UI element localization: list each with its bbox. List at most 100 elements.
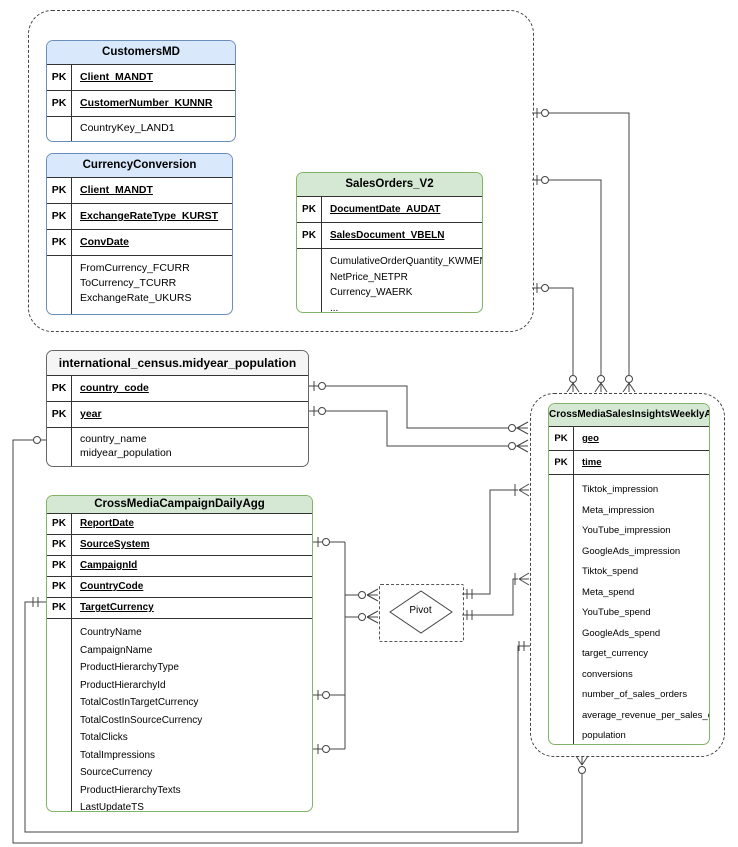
pk-field-name: ConvDate xyxy=(80,236,130,248)
field-name: ToCurrency_TCURR xyxy=(80,277,177,289)
field-name: CountryName xyxy=(80,627,142,638)
field-name: ExchangeRate_UKURS xyxy=(80,292,192,304)
pk-badge: PK xyxy=(47,598,72,618)
table-title: CustomersMD xyxy=(47,41,235,65)
pk-field-name: country_code xyxy=(80,382,149,394)
field-name: Meta_spend xyxy=(582,586,635,598)
pk-badge: PK xyxy=(47,230,72,255)
circle-mark xyxy=(318,407,326,415)
field-name: ProductHierarchyTexts xyxy=(80,784,181,796)
table-title: SalesOrders_V2 xyxy=(297,173,482,197)
table-title: CrossMediaSalesInsightsWeeklyAgg xyxy=(549,404,709,427)
connector-census-year-weekly xyxy=(309,410,517,447)
pk-column-spacer xyxy=(47,428,72,466)
field-list: CountryKey_LAND1... xyxy=(72,117,175,142)
circle-mark xyxy=(541,176,549,184)
pk-field-name: ReportDate xyxy=(80,518,134,529)
pk-field-name: Client_MANDT xyxy=(80,71,153,83)
field-name: population xyxy=(582,730,626,741)
pk-field-name: SalesDocument_VBELN xyxy=(330,230,445,241)
connector-customersmd-weekly xyxy=(532,112,630,375)
pk-field-name: Client_MANDT xyxy=(80,184,153,196)
circle-mark xyxy=(508,424,516,432)
pk-badge: PK xyxy=(47,376,72,401)
pk-field-name: time xyxy=(582,457,602,468)
field-name: GoogleAds_impression xyxy=(582,545,681,557)
field-name: LastUpdateTS xyxy=(80,802,144,812)
table-title: CurrencyConversion xyxy=(47,154,232,178)
connector-salesorders-weekly xyxy=(532,287,574,375)
pk-badge: PK xyxy=(549,451,574,474)
circle-mark xyxy=(625,375,633,383)
circle-mark xyxy=(358,613,366,621)
field-name: country_name xyxy=(80,433,147,445)
field-name: target_currency xyxy=(582,648,649,659)
circle-mark xyxy=(569,375,577,383)
pk-column-spacer xyxy=(47,117,72,141)
pk-column-spacer xyxy=(47,256,72,314)
pk-row: PK time xyxy=(549,451,709,475)
field-name: average_revenue_per_sales_order xyxy=(582,709,709,721)
pk-badge: PK xyxy=(549,427,574,450)
field-name: TotalCostInSourceCurrency xyxy=(80,714,203,726)
circle-mark xyxy=(322,538,330,546)
circle-mark xyxy=(597,375,605,383)
pk-badge: PK xyxy=(47,178,72,203)
circle-mark xyxy=(318,382,326,390)
pk-badge: PK xyxy=(47,514,72,534)
pk-field-name: SourceSystem xyxy=(80,539,150,550)
circle-mark xyxy=(33,436,41,444)
field-name: Tiktok_impression xyxy=(582,484,659,495)
field-name: ... xyxy=(80,460,89,467)
field-name: ... xyxy=(80,307,89,315)
pk-badge: PK xyxy=(47,204,72,229)
field-name: TotalImpressions xyxy=(80,749,156,761)
field-name: NetPrice_NETPR xyxy=(330,271,408,283)
pk-row: PK SourceSystem xyxy=(47,535,312,556)
pk-field-name: TargetCurrency xyxy=(80,602,154,613)
pk-field-name: geo xyxy=(582,433,599,444)
pivot-label: Pivot xyxy=(409,605,432,616)
field-name: FromCurrency_FCURR xyxy=(80,262,190,274)
circle-mark xyxy=(508,442,516,450)
field-name: YouTube_impression xyxy=(582,525,671,536)
circle-mark xyxy=(541,109,549,117)
circle-mark xyxy=(358,591,366,599)
pk-row: PK TargetCurrency xyxy=(47,598,312,619)
field-name: YouTube_spend xyxy=(582,607,651,618)
pk-row: PK Client_MANDT xyxy=(47,65,235,91)
pk-column-spacer xyxy=(549,475,574,744)
pk-badge: PK xyxy=(47,65,72,90)
field-name: Tiktok_spend xyxy=(582,566,639,577)
field-name: ... xyxy=(80,134,89,142)
field-name: conversions xyxy=(582,668,633,680)
connector-pivot-weekly-lower xyxy=(462,578,518,616)
connector-currencyconversion-weekly xyxy=(532,179,602,375)
field-list: FromCurrency_FCURR ToCurrency_TCURR Exchan… xyxy=(72,256,192,315)
circle-mark xyxy=(322,691,330,699)
field-name: CampaignName xyxy=(80,644,153,656)
pk-row: PK ReportDate xyxy=(47,514,312,535)
field-name: Currency_WAERK xyxy=(330,287,413,298)
pk-badge: PK xyxy=(47,535,72,555)
pk-field-name: CustomerNumber_KUNNR xyxy=(80,97,213,109)
